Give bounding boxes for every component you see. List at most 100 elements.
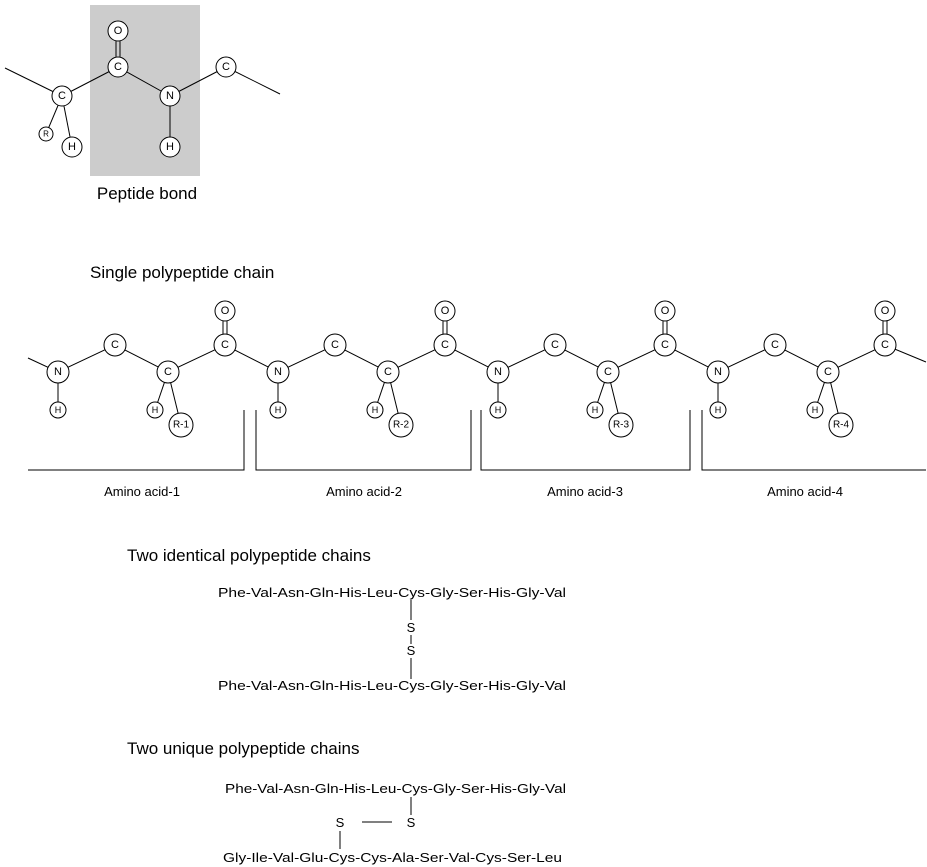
hydrogen-atom-circle (586, 401, 604, 419)
carbonyl-carbon-atom-circle (653, 333, 677, 357)
hydrogen-atom: H (146, 401, 164, 419)
carbon-atom-circle (543, 333, 567, 357)
carbon-atom: C (763, 333, 787, 357)
carbon-atom: C (323, 333, 347, 357)
alpha-carbon-atom-circle (156, 360, 180, 384)
hydrogen-atom-label: H (592, 405, 599, 415)
hydrogen-atom-label: H (68, 141, 76, 153)
alpha-carbon-atom: C (51, 85, 73, 107)
amino-acid-2-label: Amino acid-2 (326, 484, 402, 499)
side-chain-atom-label: R (43, 130, 49, 139)
bond-line (61, 66, 119, 97)
side-chain-r1-circle (168, 412, 194, 438)
oxygen-atom-label: O (441, 305, 450, 317)
identical-chains-section: Two identical polypeptide chains Phe-Val… (127, 546, 566, 693)
carbonyl-carbon-atom-label: C (221, 339, 229, 351)
alpha-carbon-atom-circle (376, 360, 400, 384)
carbonyl-carbon-atom: C (213, 333, 237, 357)
unique-chain-a-sequence: Phe-Val-Asn-Gln-His-Leu-Cys-Gly-Ser-His-… (225, 782, 566, 796)
oxygen-atom-label: O (221, 305, 230, 317)
nitrogen-atom-circle (486, 360, 510, 384)
carbon-atom-label: C (331, 339, 339, 351)
alpha-carbon-atom: C (596, 360, 620, 384)
unique-chains-title: Two unique polypeptide chains (127, 739, 360, 758)
alpha-carbon-atom-label: C (824, 366, 832, 378)
hydrogen-atom: H (49, 401, 67, 419)
amino-acid-4-label: Amino acid-4 (767, 484, 843, 499)
alpha-carbon-atom-label: C (164, 366, 172, 378)
hydrogen-atom-label: H (495, 405, 502, 415)
hydrogen-atom-circle (806, 401, 824, 419)
oxygen-atom: O (107, 20, 129, 42)
oxygen-atom-circle (434, 300, 456, 322)
hydrogen-atom: H (586, 401, 604, 419)
nitrogen-atom-circle (266, 360, 290, 384)
carbon-atom-label: C (771, 339, 779, 351)
alpha-carbon-atom: C (816, 360, 840, 384)
carbon-atom-circle (103, 333, 127, 357)
oxygen-atom-label: O (114, 25, 123, 37)
carbonyl-carbon-atom-circle (107, 56, 129, 78)
oxygen-atom-circle (214, 300, 236, 322)
hydrogen-atom: H (61, 136, 83, 158)
side-chain-r3-label: R-3 (613, 420, 630, 431)
identical-chain-b-sequence: Phe-Val-Asn-Gln-His-Leu-Cys-Gly-Ser-His-… (218, 679, 566, 693)
nitrogen-atom-label: N (714, 366, 722, 378)
nitrogen-atom-circle (46, 360, 70, 384)
nitrogen-atom: N (706, 360, 730, 384)
side-chain-r2-label: R-2 (393, 420, 410, 431)
identical-chain-a-sequence: Phe-Val-Asn-Gln-His-Leu-Cys-Gly-Ser-His-… (218, 586, 566, 600)
sulfur-atom: S (336, 815, 345, 830)
side-chain-r1-label: R-1 (173, 420, 190, 431)
carbon-atom-circle (215, 56, 237, 78)
alpha-carbon-atom: C (156, 360, 180, 384)
hydrogen-atom-circle (366, 401, 384, 419)
carbon-atom-label: C (551, 339, 559, 351)
carbon-atom-circle (323, 333, 347, 357)
alpha-carbon-atom-label: C (58, 90, 66, 102)
carbonyl-carbon-atom-circle (213, 333, 237, 357)
side-chain-r3: R-3 (608, 412, 634, 438)
unique-chains-section: Two unique polypeptide chains Phe-Val-As… (127, 739, 566, 865)
carbon-atom: C (543, 333, 567, 357)
hydrogen-atom: H (366, 401, 384, 419)
hydrogen-atom: H (806, 401, 824, 419)
nitrogen-atom-circle (159, 85, 181, 107)
alpha-carbon-atom: C (376, 360, 400, 384)
nitrogen-atom-label: N (494, 366, 502, 378)
hydrogen-atom-label: H (166, 141, 174, 153)
side-chain-r4-label: R-4 (833, 420, 850, 431)
alpha-carbon-atom-circle (51, 85, 73, 107)
carbonyl-carbon-atom: C (873, 333, 897, 357)
carbonyl-carbon-atom-label: C (114, 61, 122, 73)
amino-acid-4-bracket (701, 410, 926, 471)
hydrogen-atom: H (709, 401, 727, 419)
oxygen-atom-circle (654, 300, 676, 322)
hydrogen-atom: H (269, 401, 287, 419)
hydrogen-atom-label: H (275, 405, 282, 415)
hydrogen-atom-circle (159, 136, 181, 158)
oxygen-atom-circle (874, 300, 896, 322)
carbon-atom: C (215, 56, 237, 78)
hydrogen-atom-label: H (715, 405, 722, 415)
side-chain-r2-circle (388, 412, 414, 438)
hydrogen-atom-label: H (55, 405, 62, 415)
hydrogen-atom-circle (146, 401, 164, 419)
peptide-bond-label: Peptide bond (97, 184, 197, 203)
carbonyl-carbon-atom-label: C (661, 339, 669, 351)
oxygen-atom-circle (107, 20, 129, 42)
amino-acid-1-label: Amino acid-1 (104, 484, 180, 499)
oxygen-atom: O (214, 300, 236, 322)
carbon-atom-label: C (111, 339, 119, 351)
carbon-atom: C (103, 333, 127, 357)
alpha-carbon-atom-label: C (604, 366, 612, 378)
carbonyl-carbon-atom: C (107, 56, 129, 78)
identical-chains-title: Two identical polypeptide chains (127, 546, 371, 565)
carbonyl-carbon-atom: C (433, 333, 457, 357)
amino-acid-1-bracket (28, 410, 245, 471)
hydrogen-atom-label: H (152, 405, 159, 415)
